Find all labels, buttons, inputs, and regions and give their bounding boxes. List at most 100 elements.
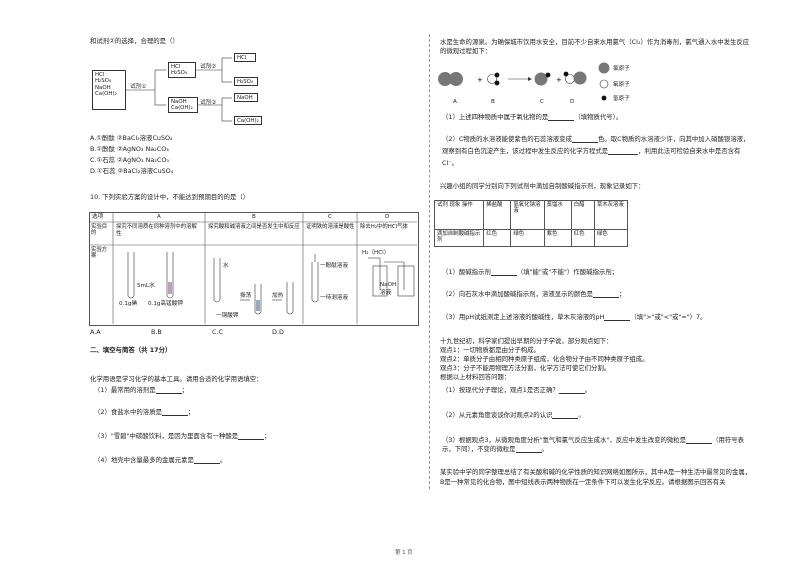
q9-intro: 和试剂②的选择，合理的是（） [90,37,179,45]
r-q5a: 某实验中学的同学整理总结了有关酸和碱的化学性质的知识网络如图所示，其中A是一种生… [440,468,752,476]
mol-label-b: B [491,99,495,105]
r-q2c: Cl⁻。 [442,159,459,167]
lab-a-kmno4: 0.1g高锰酸钾 [148,301,183,307]
r-q2a-blank[interactable] [571,136,598,143]
r-q3-3-blank[interactable] [604,314,631,321]
r-q4-1-blank[interactable] [558,387,585,394]
indicator-table: 试剂 现象 操作 稀盐酸 氢氧化钠溶液 蒸馏水 白醋 草木灰溶液 滴加自制酸碱指… [433,200,629,247]
reagent1-label: 试剂① [130,84,147,90]
fill-3: （3）"雪碧"中碳酸饮料，是因为里面含有一种酸是； [94,432,271,440]
experiment-table [89,212,419,326]
lab-b-salt: 一铜酸钾 [216,313,239,319]
row1-c: 证明铁的溶液是酸性 [306,224,355,230]
r-q4-3b: 示，下同），不变的微粒是。 [442,445,548,453]
mol-label-d: D [570,99,575,105]
upper-box: HCl H₂SO₄ [168,62,196,78]
out-hcl: HCl [234,53,256,62]
lab-c-phenol: 一酚酞溶液 [320,263,348,269]
r-q2b: 观察到有白色沉淀产生，该过程中发生反应的化学方程式是，利用此法可检验自来水中是否… [442,147,741,155]
out-naoh: NaOH [234,93,258,102]
legend-hydrogen: 氢原子 [613,96,630,102]
answer-c[interactable]: C.C [212,328,223,336]
table-col-a: A [157,214,161,220]
table-col-b: B [252,214,256,220]
fill-intro: 化学用语是学习化学的基本工具。请用合适的化学用语填空： [90,375,263,383]
table-col-label: 选项 [92,214,104,220]
r-q2b-blank[interactable] [608,148,639,155]
legend-oxygen: 氧原子 [613,82,630,88]
q10-text: 10. 下列实验方案的设计中，不能达到预期目的的是（） [90,193,250,201]
fill-2: （2）食盐水中的溶质是； [94,408,195,416]
fill-3-blank[interactable] [238,433,265,440]
fill-1-blank[interactable] [155,387,182,394]
lab-d-gas: H₂（HCl） [362,250,390,256]
r-q4-3a-blank[interactable] [686,437,713,444]
q9-option-c[interactable]: C.①石蕊 ②AgNO₃ Na₂CO₃ [90,156,169,164]
q9-option-d[interactable]: D.①石蕊 ②BaCl₂溶液CuSO₄ [90,167,174,175]
svg-text:+: + [556,76,562,84]
lab-a-water: 5mL水 [137,283,155,289]
view-2: 观点2：单质分子由相同种类原子组成，化合物分子由不同种类原子组成。 [440,355,649,363]
row1-b: 探究酸和碱溶液之间是否发生中和反应 [208,224,300,230]
row2-head: 实验方案 [91,247,108,260]
row1-d: 除去H₂中的HCl气体 [360,224,408,230]
r-q3-2: （2）向石灰水中滴加酸碱指示剂，溶液显示的颜色是； [442,290,626,298]
q9-option-b[interactable]: B.①酚酞 ②AgNO₃ Na₂CO₃ [90,145,169,153]
r-intro-1: 水是生命的源泉。为确保城市饮用水安全，目前不少自来水用氯气（Cl₂）作为消毒剂，… [440,38,750,46]
lab-c-sample: 一待测溶液 [320,295,348,301]
page-footer: 第 1 页 [395,550,413,556]
r-q3-1: （1）酸碱指示剂（填"能"或"不能"）作酸碱指示剂； [442,268,619,276]
answer-a[interactable]: A.A [90,328,101,336]
column-divider [429,34,430,489]
reagent2-bottom-label: 试剂② [200,100,217,106]
r-q3-intro: 兴趣小组的同学分别向下列试剂中滴加自制酸碱指示剂，现象记录如下： [440,182,645,190]
lab-b-heat: 加热 [272,293,284,299]
r-q4-3b-blank[interactable] [515,446,542,453]
row1-head: 实验目的 [91,224,108,237]
answer-d[interactable]: D.D [272,328,284,336]
r-q1-blank[interactable] [548,114,575,121]
view-instruction: 根据以上材料回答问题： [440,373,511,381]
r-q3-3: （3）用pH试纸测定上述溶液的酸碱性，草木灰溶液的pH（填">"或"<"或"="… [442,313,707,321]
r-q3-1-blank[interactable] [490,269,517,276]
lower-box: NaOH Ca(OH)₂ [168,97,198,113]
answer-b[interactable]: B.B [151,328,162,336]
mol-label-c: C [540,99,544,105]
r-q1: （1）上述四种物质中属于氧化物的是（填物质代号）。 [442,113,623,121]
view-1: 观点1：一切物质都是由分子构成。 [440,346,540,354]
table-col-d: D [385,214,390,220]
r-intro-2: 的微观过程如下： [440,47,492,55]
lab-d-naoh: NaOH [380,282,397,288]
svg-text:+: + [477,76,483,84]
lab-b-shake: 振荡 [240,293,252,299]
lab-b-water: 水 [223,263,229,269]
reagent2-top-label: 试剂② [200,64,217,70]
r-q4-intro: 十九世纪初，科学家们提出早期的分子学说，部分观点如下： [440,337,613,345]
mol-label-a: A [453,99,457,105]
fill-4: （4）地壳中含量最多的金属元素是。 [94,456,227,464]
r-q4-2: （2）从元素角度谈谈你对观点2的认识。 [442,411,585,419]
row1-a: 探究不同溶质在同种溶剂中的溶解性 [116,224,197,237]
r-q4-1: （1）按现代分子理论，观点1是否正确？。 [442,386,592,394]
lab-d-solution: 溶液 [380,290,392,296]
r-q5b: B是一种常见的化合物，图中短线表示两种物质在一定条件下可以发生化学反应。请根据图… [440,478,726,486]
fill-4-blank[interactable] [193,457,220,464]
r-q4-3: （3）根据观点3，从微观角度分析"氢气和氯气反应生成水"，反应中发生改变的微粒是… [442,436,745,444]
r-q3-2-blank[interactable] [593,291,620,298]
out-caoh2: Ca(OH)₂ [234,116,262,125]
legend-chlorine: 氯原子 [613,66,630,72]
view-3: 观点3：分子不能用物理方法分割，化学方法可使它们分割。 [440,364,611,372]
r-q4-2-blank[interactable] [552,412,579,419]
fill-2-blank[interactable] [161,409,188,416]
start-box: HCl H₂SO₄ NaOH Ca(OH)₂ [92,70,126,110]
section-2-heading: 二、填空与简答（共 17分） [90,346,172,354]
table-col-c: C [328,214,332,220]
lab-a-iodine: 0.1g碘 [119,301,138,307]
r-q2a: （2）C物质的水溶液能使紫色的石蕊溶液变成色。取C物质的水溶液少许，向其中加入硝… [442,135,750,143]
q9-option-a[interactable]: A.①酚酞 ②BaCl₂溶液CuSO₄ [90,134,173,142]
